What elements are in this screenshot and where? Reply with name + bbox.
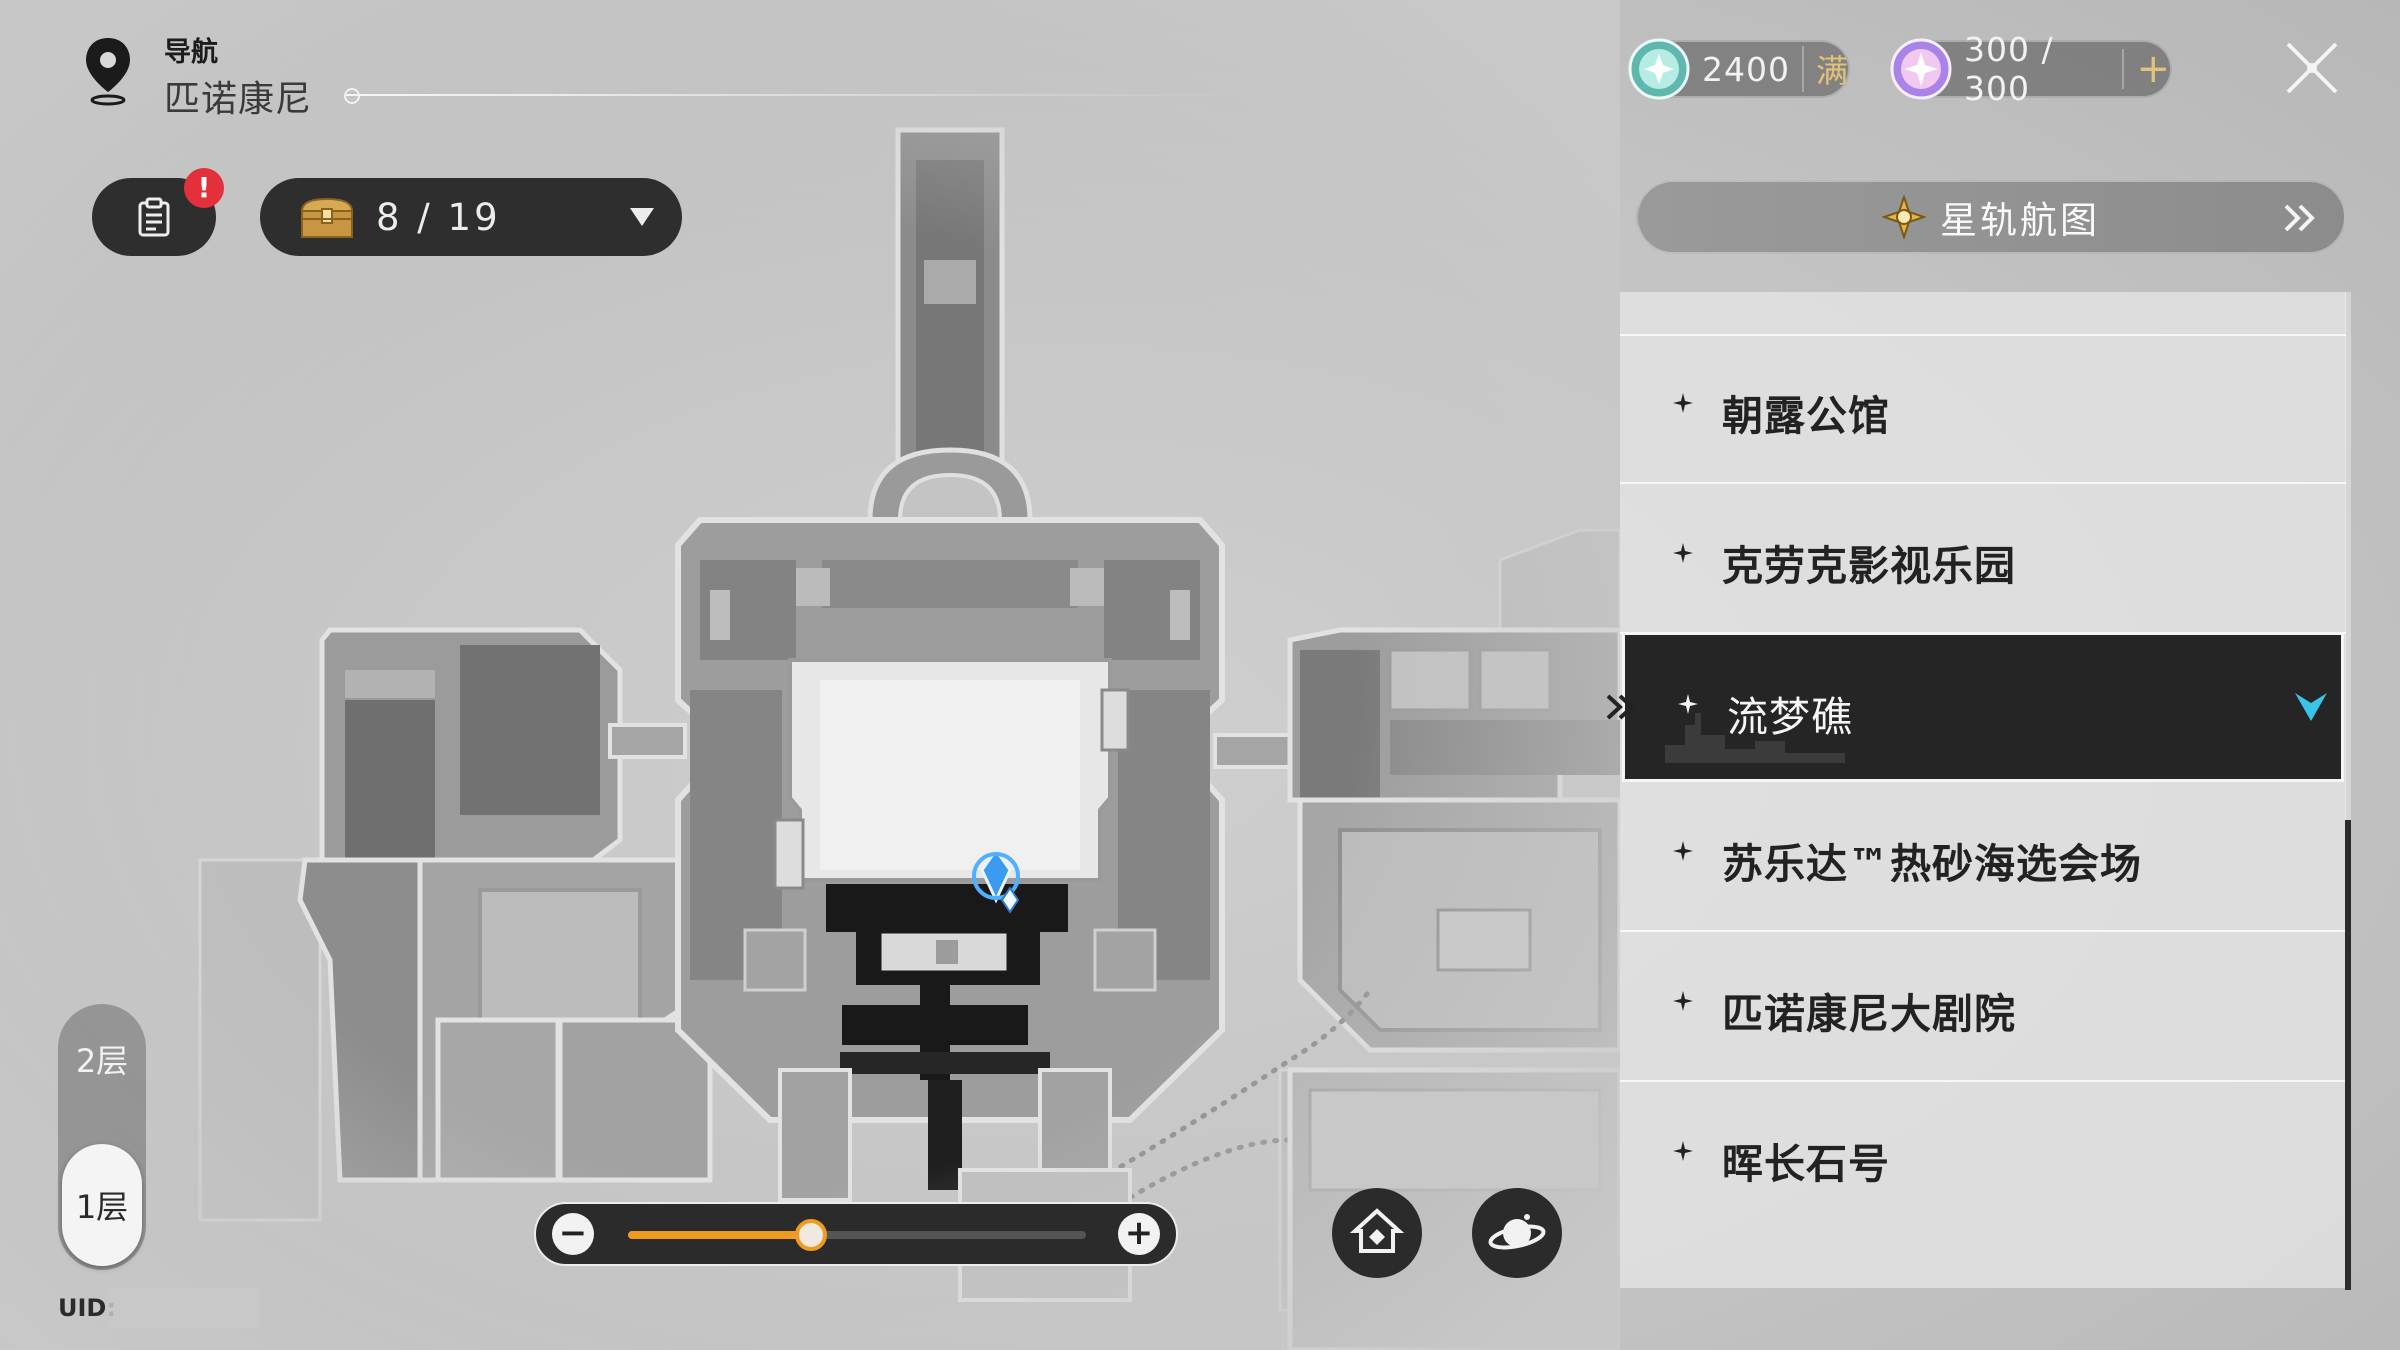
sparkle-icon <box>1673 841 1693 861</box>
player-marker-icon[interactable] <box>972 847 1020 914</box>
location-item-penacony-grand-theater[interactable]: 匹诺康尼大剧院 <box>1620 932 2346 1082</box>
trailblaze-power-icon <box>1628 38 1690 100</box>
planet-switch-button[interactable] <box>1472 1188 1562 1278</box>
sparkle-icon <box>1673 991 1693 1011</box>
location-list-panel <box>1620 292 2346 1288</box>
header-divider-dot <box>344 88 360 104</box>
planet-icon <box>1488 1214 1546 1250</box>
header-subtitle: 导航 <box>164 37 218 68</box>
header-divider <box>346 94 1246 96</box>
location-label: 匹诺康尼大剧院 <box>1722 990 2016 1038</box>
treasure-chest-filter[interactable]: 8 / 19 <box>260 178 682 256</box>
location-item-dream-reef[interactable]: 流梦礁 <box>1622 632 2344 782</box>
floor-1-button[interactable]: 1层 <box>62 1144 142 1266</box>
uid-label: UID: <box>58 1294 116 1322</box>
selection-pointer-icon <box>1606 694 1635 720</box>
home-locate-icon <box>1349 1208 1405 1253</box>
page-title: 匹诺康尼 <box>164 79 313 120</box>
location-list[interactable]: 朝露公馆 克劳克影视乐园 流梦礁 苏乐达™热砂海选会场 匹诺康尼大剧院 晖长石 <box>1620 334 2346 1232</box>
location-item-radiant-feldspar[interactable]: 晖长石号 <box>1620 1082 2346 1232</box>
location-item-soulglad-scorchsand-audition-venue[interactable]: 苏乐达™热砂海选会场 <box>1620 782 2346 932</box>
location-label: 克劳克影视乐园 <box>1722 542 2016 590</box>
zoom-out-button[interactable]: − <box>552 1213 594 1255</box>
location-item-chaolu-mansion[interactable]: 朝露公馆 <box>1620 334 2346 484</box>
trailblaze-power-value: 2400 <box>1702 49 1790 89</box>
alert-badge: ! <box>184 168 224 208</box>
uid-redaction <box>108 1288 260 1328</box>
stellar-jade-value: 300 / 300 <box>1964 30 2054 108</box>
location-pin-icon <box>86 38 130 106</box>
star-rail-compass-icon <box>1882 195 1926 239</box>
zoom-in-button[interactable]: + <box>1118 1213 1160 1255</box>
location-label: 苏乐达™热砂海选会场 <box>1722 840 2142 888</box>
sparkle-icon <box>1678 694 1698 714</box>
full-badge: 满 <box>1801 46 1848 92</box>
add-stellar-jade-button[interactable]: + <box>2122 49 2170 89</box>
zoom-slider-track[interactable] <box>628 1219 1086 1251</box>
list-divider <box>1620 334 2346 336</box>
location-label: 流梦礁 <box>1727 693 1853 741</box>
dropdown-caret-icon <box>630 208 654 226</box>
star-rail-map-label: 星轨航图 <box>1940 199 2100 242</box>
list-scrollbar-thumb[interactable] <box>2345 820 2351 1290</box>
location-label: 晖长石号 <box>1722 1140 1890 1188</box>
sparkle-icon <box>1673 543 1693 563</box>
floor-2-button[interactable]: 2层 <box>75 1042 129 1080</box>
sparkle-icon <box>1673 393 1693 413</box>
clipboard-icon <box>138 197 170 237</box>
double-chevron-right-icon <box>2284 204 2315 232</box>
zoom-slider-fill <box>628 1231 812 1239</box>
location-item-clockie-studios[interactable]: 克劳克影视乐园 <box>1620 484 2346 634</box>
map-canvas[interactable] <box>0 0 1620 1350</box>
close-icon[interactable] <box>2282 38 2342 98</box>
recenter-button[interactable] <box>1332 1188 1422 1278</box>
selected-chevron-icon <box>2295 693 2327 721</box>
stellar-jade-icon <box>1890 38 1952 100</box>
chest-counter: 8 / 19 <box>376 195 501 239</box>
sparkle-icon <box>1673 1141 1693 1161</box>
list-scrollbar-track[interactable] <box>2345 292 2351 1288</box>
location-label: 朝露公馆 <box>1722 392 1890 440</box>
treasure-chest-icon <box>300 197 354 238</box>
zoom-bar: − + <box>534 1202 1178 1266</box>
skyline-decoration-icon <box>1665 713 1845 763</box>
floor-1-label: 1层 <box>75 1188 129 1226</box>
stellar-jade-counter[interactable]: 300 / 300 + <box>1890 30 2172 108</box>
star-rail-map-button[interactable]: 星轨航图 <box>1636 180 2346 254</box>
zoom-slider-thumb[interactable] <box>795 1219 828 1251</box>
trailblaze-power-counter[interactable]: 2400 满 <box>1628 38 1850 100</box>
